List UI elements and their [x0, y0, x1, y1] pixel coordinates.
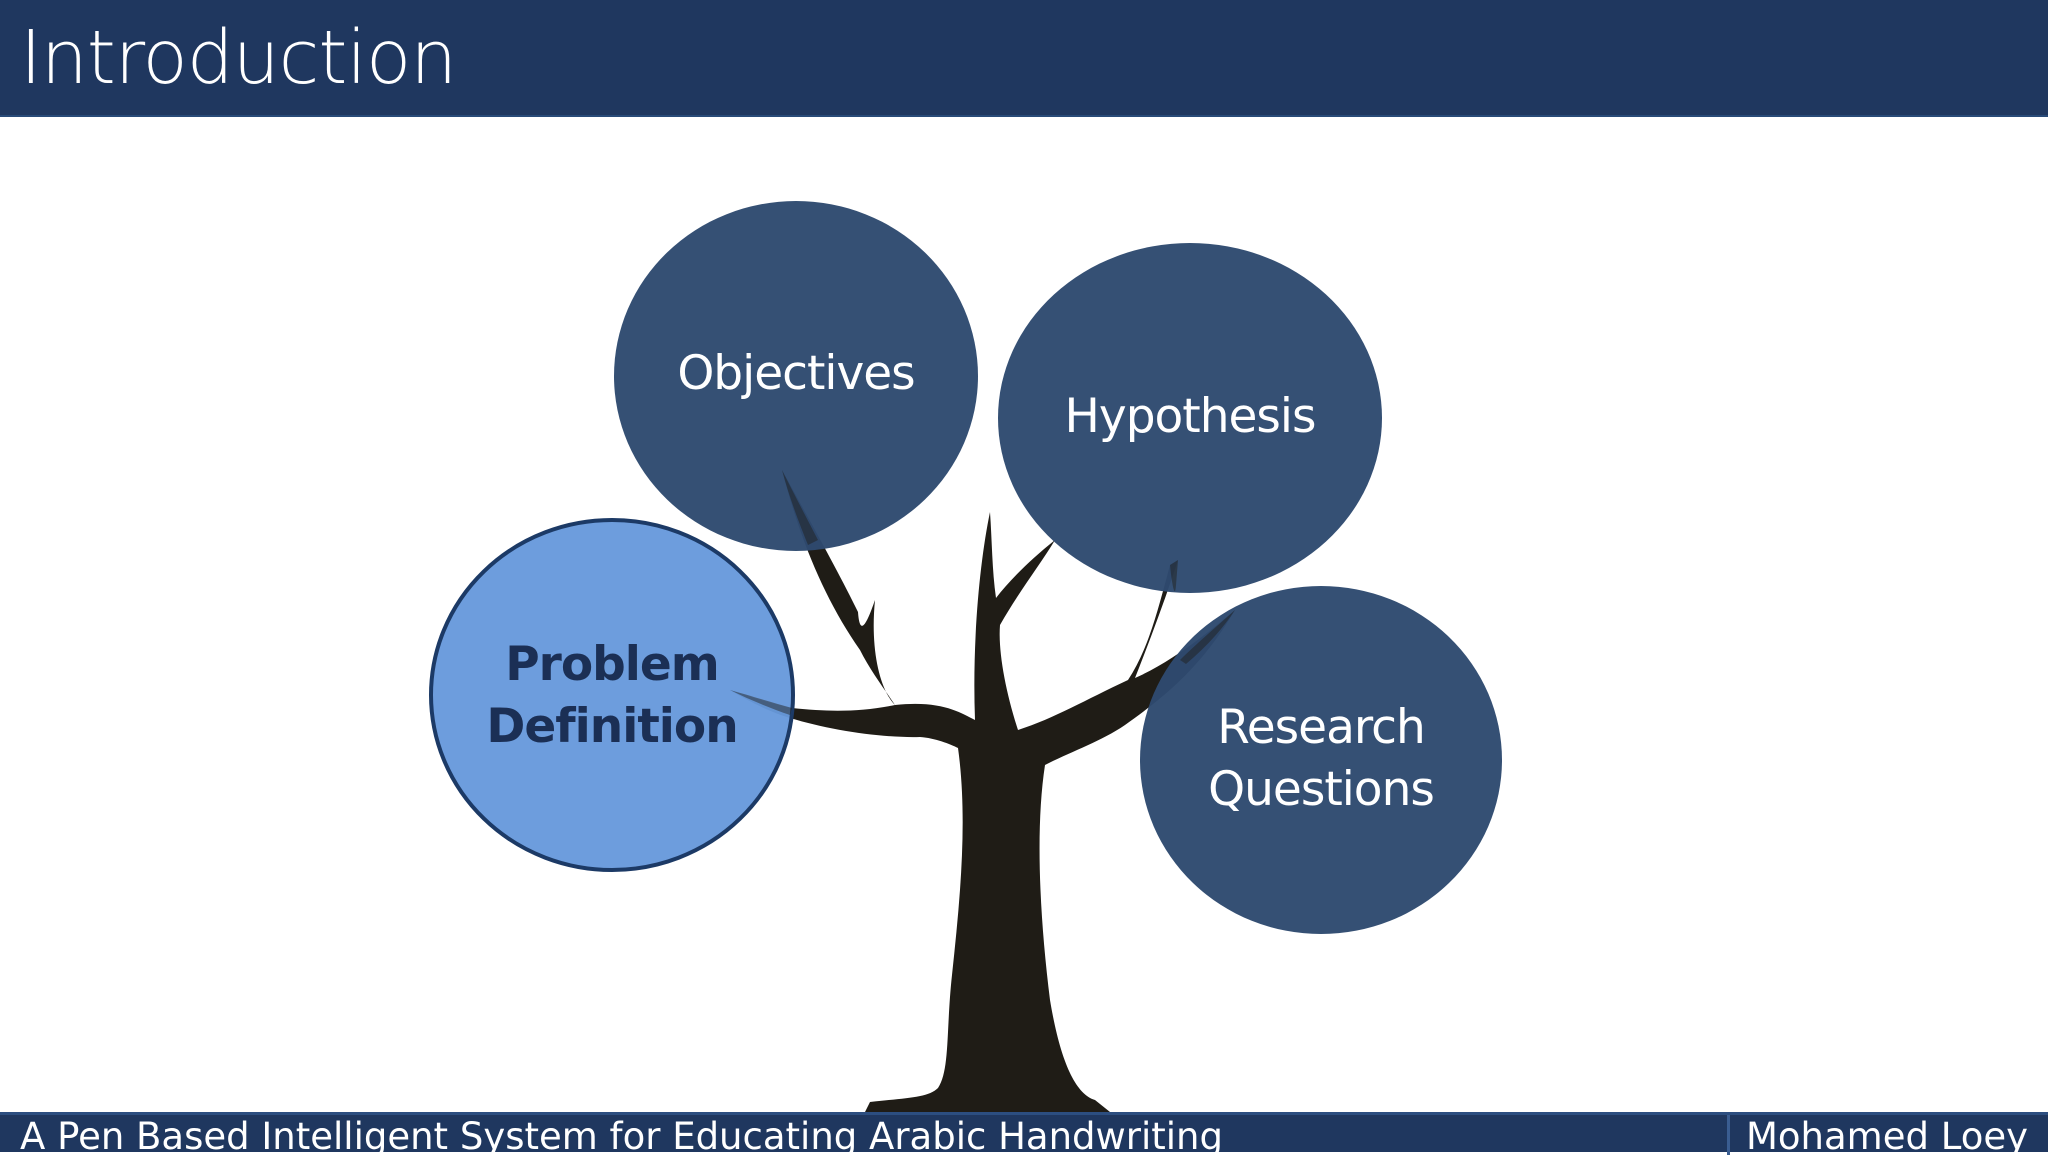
author-name: Mohamed Loey — [1746, 1115, 2028, 1158]
tree-trunk — [730, 470, 1235, 1112]
footer-divider — [1727, 1115, 1730, 1155]
bubble-research-questions — [1140, 586, 1502, 934]
label-research-questions: Research Questions — [1208, 700, 1435, 817]
slide-header: Introduction — [0, 0, 2048, 117]
branch-tips — [730, 470, 1235, 715]
bubble-objectives — [614, 201, 978, 551]
slide-title: Introduction — [20, 15, 457, 101]
label-problem-definition: Problem Definition — [486, 637, 738, 754]
label-objectives: Objectives — [677, 346, 915, 401]
bubble-hypothesis — [998, 243, 1382, 593]
bubble-problem-definition — [429, 518, 795, 872]
presentation-title: A Pen Based Intelligent System for Educa… — [20, 1115, 1223, 1158]
slide-footer: A Pen Based Intelligent System for Educa… — [0, 1112, 2048, 1158]
label-hypothesis: Hypothesis — [1064, 389, 1317, 444]
